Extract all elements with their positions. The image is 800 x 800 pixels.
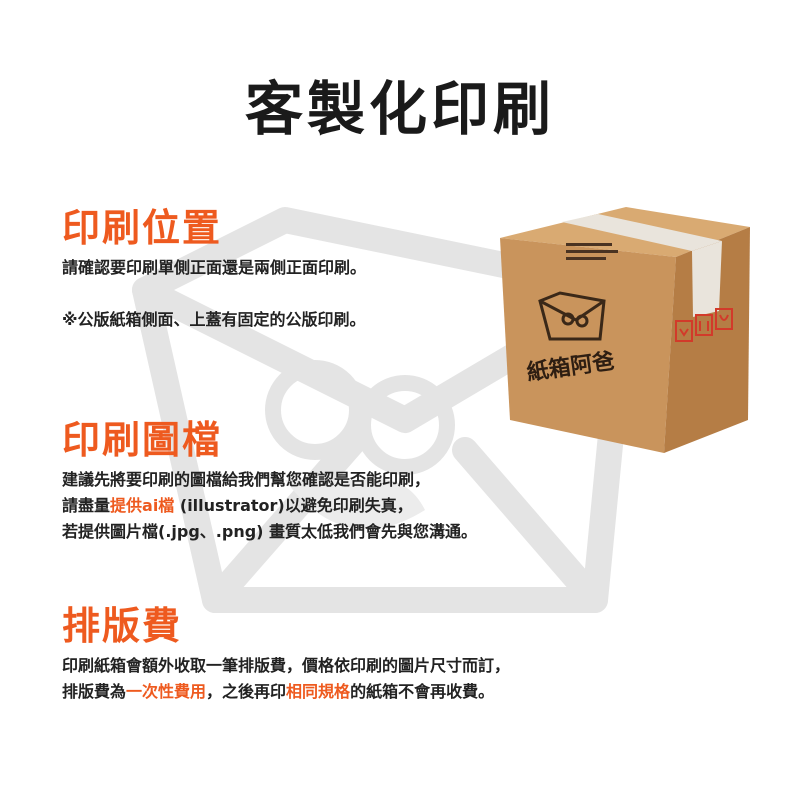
section-heading: 印刷圖檔: [62, 418, 223, 462]
box-tape: [692, 241, 722, 317]
section-heading: 排版費: [62, 604, 183, 648]
box-side: [664, 227, 750, 453]
body-line: 請確認要印刷單側正面還是兩側正面印刷。: [62, 258, 367, 277]
highlight-text: 相同規格: [286, 682, 351, 701]
text-segment: ，之後再印: [206, 682, 287, 701]
body-line: 若提供圖片檔(.jpg、.png) 畫質太低我們會先與您溝通。: [62, 522, 478, 541]
body-line: 印刷紙箱會額外收取一筆排版費，價格依印刷的圖片尺寸而訂，: [62, 656, 511, 675]
handling-icons: [675, 308, 733, 342]
section-print-file: 印刷圖檔 建議先將要印刷的圖檔給我們幫您確認是否能印刷， 請盡量提供ai檔 (i…: [62, 417, 702, 545]
body-line: 建議先將要印刷的圖檔給我們幫您確認是否能印刷，: [62, 470, 431, 489]
body-line: ※公版紙箱側面、上蓋有固定的公版印刷。: [62, 310, 366, 329]
box-label: [566, 243, 618, 260]
body-line: 請盡量提供ai檔 (illustrator)以避免印刷失真，: [62, 493, 702, 519]
box-front: [500, 238, 676, 453]
section-heading: 印刷位置: [62, 206, 223, 250]
highlight-text: 提供ai檔: [110, 496, 175, 515]
box-tape: [562, 214, 722, 251]
text-segment: 請盡量: [62, 496, 111, 515]
cardboard-box-image: 紙箱阿爸: [500, 207, 750, 453]
section-print-position: 印刷位置 請確認要印刷單側正面還是兩側正面印刷。 ※公版紙箱側面、上蓋有固定的公…: [62, 205, 702, 333]
text-segment: 的紙箱不會再收費。: [350, 682, 495, 701]
highlight-text: 一次性費用: [126, 682, 207, 701]
text-segment: (illustrator)以避免印刷失真，: [174, 496, 413, 515]
section-layout-fee: 排版費 印刷紙箱會額外收取一筆排版費，價格依印刷的圖片尺寸而訂， 排版費為一次性…: [62, 603, 702, 705]
page-title: 客製化印刷: [244, 75, 555, 143]
box-logo-icon: [538, 291, 606, 341]
body-line: 排版費為一次性費用，之後再印相同規格的紙箱不會再收費。: [62, 679, 702, 705]
text-segment: 排版費為: [62, 682, 127, 701]
